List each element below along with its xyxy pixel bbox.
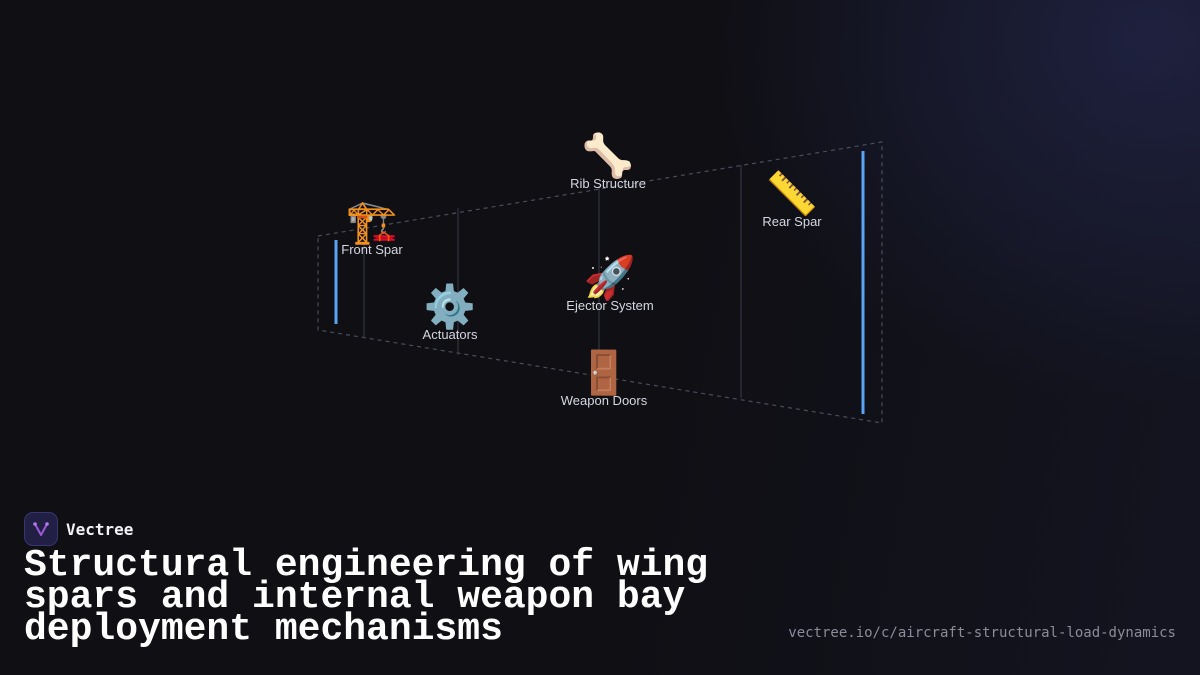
node-rib-structure: 🦴 Rib Structure: [570, 132, 646, 192]
page-title: Structural engineering of wing spars and…: [24, 544, 709, 651]
bone-icon: 🦴: [581, 131, 635, 180]
vectree-logo-icon: [24, 512, 58, 546]
node-ejector-system: 🚀 Ejector System: [566, 254, 653, 314]
brand: Vectree: [24, 512, 133, 546]
straight-ruler-icon: 📏: [765, 169, 819, 218]
node-rear-spar: 📏 Rear Spar: [762, 170, 821, 230]
node-label: Front Spar: [341, 242, 403, 257]
node-label: Ejector System: [566, 298, 654, 313]
brand-name: Vectree: [66, 519, 134, 539]
construction-crane-icon: 🏗️: [345, 197, 399, 246]
node-front-spar: 🏗️ Front Spar: [341, 198, 402, 258]
source-url[interactable]: vectree.io/c/aircraft-structural-load-dy…: [788, 625, 1176, 641]
node-weapon-doors: 🚪 Weapon Doors: [561, 349, 647, 409]
node-label: Rib Structure: [570, 176, 646, 191]
gear-icon: ⚙️: [423, 282, 477, 331]
node-label: Actuators: [422, 327, 478, 342]
door-icon: 🚪: [577, 348, 631, 397]
rocket-icon: 🚀: [583, 253, 637, 302]
node-label: Weapon Doors: [560, 393, 648, 408]
node-actuators: ⚙️ Actuators: [423, 283, 478, 343]
node-label: Rear Spar: [762, 214, 822, 229]
